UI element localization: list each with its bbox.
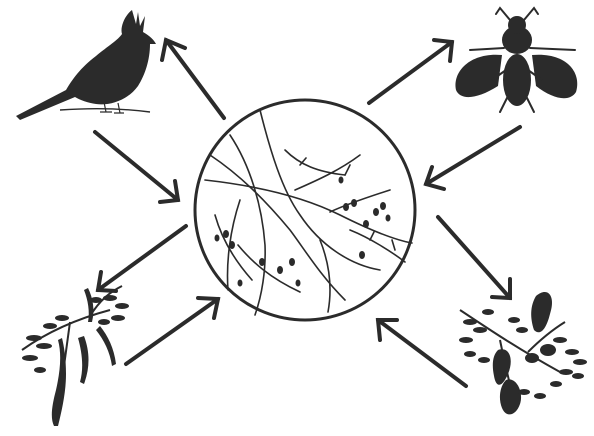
center-node xyxy=(195,100,415,320)
crested-bird-icon xyxy=(16,10,156,120)
mesquite-pod-branch-icon xyxy=(22,286,129,426)
node-host-plant-left xyxy=(22,286,129,426)
acacia-pod-branch-icon xyxy=(459,292,587,414)
node-bird xyxy=(16,10,156,120)
node-insect xyxy=(455,8,577,112)
arrow-center-to-host-plant-right xyxy=(438,217,510,298)
arrow-host-plant-left-to-center xyxy=(126,298,218,364)
arrow-center-to-insect xyxy=(369,40,452,103)
arrow-host-plant-right-to-center xyxy=(378,320,466,386)
node-host-plant-right xyxy=(459,292,587,414)
arrow-center-to-host-plant-left xyxy=(98,226,186,291)
fly-icon xyxy=(455,8,577,112)
arrow-insect-to-center xyxy=(426,127,520,189)
arrow-center-to-bird xyxy=(162,40,224,118)
arrow-bird-to-center xyxy=(95,132,178,202)
